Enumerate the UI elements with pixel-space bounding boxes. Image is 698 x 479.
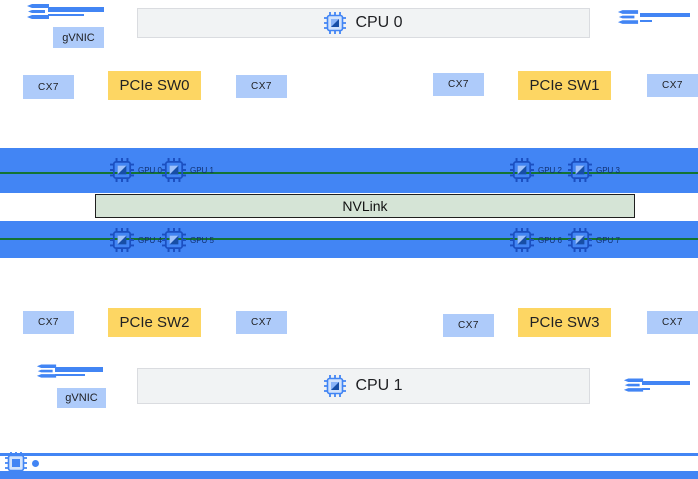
cx7-nic-box: CX7	[236, 311, 287, 334]
cx7-label: CX7	[458, 320, 479, 331]
nvlink-label: NVLink	[342, 198, 388, 214]
network-switch-icon	[5, 452, 27, 474]
cx7-nic-box: CX7	[433, 73, 484, 96]
gpu-label: GPU 0	[138, 165, 163, 175]
gpu-label: GPU 5	[190, 235, 215, 245]
gpu-unit: GPU 0	[110, 158, 162, 182]
gpu-unit: GPU 1	[162, 158, 214, 182]
gvnic-bottom-label: gVNIC	[65, 392, 98, 404]
gpu-chip-icon	[110, 158, 134, 182]
cpu0-box: CPU 0	[137, 8, 590, 38]
network-arrows-icon	[623, 378, 644, 393]
network-link-line	[640, 13, 690, 17]
cx7-label: CX7	[38, 81, 59, 93]
network-link-line	[55, 374, 85, 376]
cpu-chip-icon	[324, 12, 347, 34]
cx7-nic-box: CX7	[23, 311, 74, 334]
gpu-label: GPU 6	[538, 235, 563, 245]
gpu-chip-icon	[510, 228, 534, 252]
gpu-chip-icon	[510, 158, 534, 182]
cx7-label: CX7	[662, 317, 683, 328]
gvnic-top-box: gVNIC	[53, 27, 104, 48]
pcie-sw2-box: PCIe SW2	[108, 308, 201, 337]
rail-node-dot	[32, 460, 39, 467]
network-link-line	[642, 388, 650, 390]
cx7-label: CX7	[251, 81, 272, 92]
cx7-nic-box: CX7	[647, 74, 698, 97]
cx7-label: CX7	[448, 79, 469, 90]
network-link-line	[55, 367, 103, 372]
gpu-unit: GPU 3	[568, 158, 620, 182]
cx7-label: CX7	[251, 317, 272, 328]
pcie-sw3-label: PCIe SW3	[529, 314, 600, 331]
cpu0-label: CPU 0	[355, 14, 403, 31]
cx7-nic-box: CX7	[443, 314, 494, 337]
cx7-nic-box: CX7	[236, 75, 287, 98]
gvnic-top-label: gVNIC	[62, 31, 95, 44]
cpu1-box: CPU 1	[137, 368, 590, 404]
gpu-chip-icon	[568, 158, 592, 182]
gpu-unit: GPU 4	[110, 228, 162, 252]
gvnic-bottom-box: gVNIC	[57, 388, 106, 408]
network-arrows-icon	[26, 4, 50, 20]
network-rail-bar	[0, 471, 698, 479]
gpu-chip-icon	[110, 228, 134, 252]
cx7-nic-box: CX7	[647, 311, 698, 334]
pcie-sw3-box: PCIe SW3	[518, 308, 611, 337]
cx7-label: CX7	[38, 317, 59, 328]
gpu-chip-icon	[568, 228, 592, 252]
cx7-nic-box: CX7	[23, 75, 74, 99]
network-arrows-icon	[617, 10, 639, 25]
gpu-chip-icon	[162, 228, 186, 252]
network-link-line	[642, 381, 690, 385]
gpu-label: GPU 4	[138, 235, 163, 245]
cx7-label: CX7	[662, 80, 683, 91]
gpu-unit: GPU 6	[510, 228, 562, 252]
pcie-sw0-box: PCIe SW0	[108, 71, 201, 100]
cpu1-label: CPU 1	[355, 377, 403, 394]
pcie-sw1-label: PCIe SW1	[529, 77, 600, 94]
pcie-sw0-label: PCIe SW0	[119, 77, 190, 94]
gpu-unit: GPU 2	[510, 158, 562, 182]
nvlink-trace-line	[0, 172, 698, 174]
pcie-sw2-label: PCIe SW2	[119, 314, 190, 331]
gpu-label: GPU 7	[596, 235, 621, 245]
network-link-line	[640, 20, 652, 22]
network-link-line	[48, 14, 84, 16]
nvlink-trace-line	[0, 238, 698, 240]
nvlink-bar: NVLink	[95, 194, 635, 218]
gpu-unit: GPU 5	[162, 228, 214, 252]
gpu-label: GPU 3	[596, 165, 621, 175]
gpu-label: GPU 1	[190, 165, 215, 175]
cpu-chip-icon	[324, 375, 347, 397]
network-arrows-icon	[36, 364, 57, 379]
pcie-sw1-box: PCIe SW1	[518, 71, 611, 100]
network-rail-line	[0, 453, 698, 456]
gpu-chip-icon	[162, 158, 186, 182]
gpu-label: GPU 2	[538, 165, 563, 175]
network-link-line	[48, 7, 104, 12]
gpu-unit: GPU 7	[568, 228, 620, 252]
